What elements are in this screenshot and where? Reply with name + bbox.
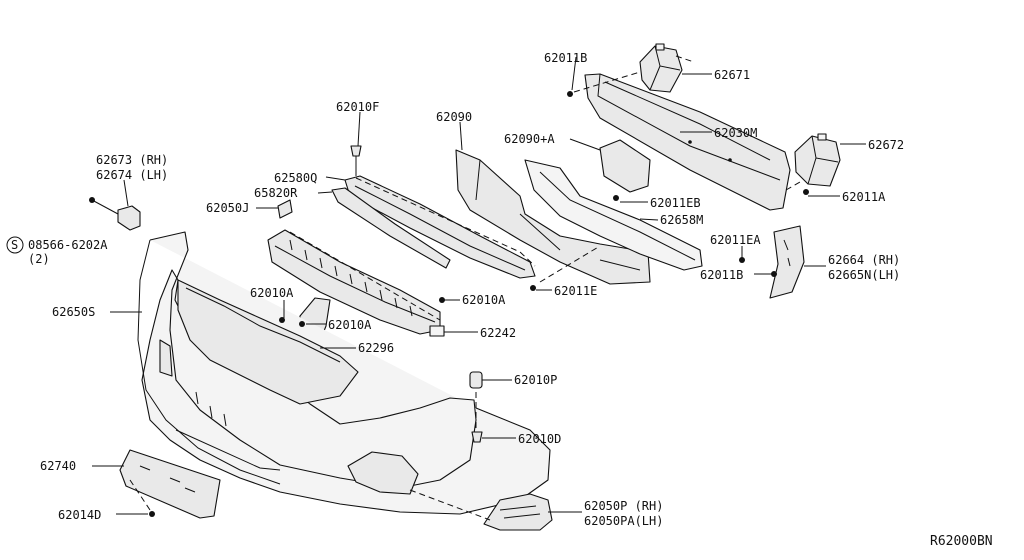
label-62671: 62671	[714, 68, 750, 82]
bracket-62664	[769, 225, 805, 299]
label-62672: 62672	[868, 138, 904, 152]
label-62014D: 62014D	[58, 508, 101, 522]
leader-lines	[92, 55, 866, 521]
label-62011E: 62011E	[554, 284, 597, 298]
cover-62658M	[524, 159, 703, 271]
label-62296: 62296	[358, 341, 394, 355]
label-62740: 62740	[40, 459, 76, 473]
label-62658M: 62658M	[660, 213, 703, 227]
label-62050PA: 62050PA(LH)	[584, 514, 663, 528]
label-62011B-mid: 62011B	[700, 268, 743, 282]
fastener-62010D	[471, 431, 483, 443]
bumper-fascia-62650S	[137, 231, 551, 515]
label-62674: 62674 (LH)	[96, 168, 168, 182]
label-62673: 62673 (RH)	[96, 153, 168, 167]
label-08566-6202A: 08566-6202A	[28, 238, 108, 252]
label-62011EA: 62011EA	[710, 233, 761, 247]
label-08566-qty: (2)	[28, 252, 50, 266]
label-62010A-1: 62010A	[250, 286, 294, 300]
member-65820R	[331, 187, 451, 269]
label-62050P: 62050P (RH)	[584, 499, 663, 513]
member-62580Q	[344, 175, 536, 279]
label-62011B-top: 62011B	[544, 51, 587, 65]
diagram-id: R62000BN	[930, 534, 993, 549]
air-guide-62090A	[599, 139, 651, 193]
fastener-62010F	[350, 145, 362, 176]
air-guide-62090	[455, 149, 651, 285]
side-bracket-62673	[89, 197, 141, 231]
bolts	[149, 91, 809, 517]
label-62010A-3: 62010A	[328, 318, 372, 332]
label-62580Q: 62580Q	[274, 171, 317, 185]
grille-clip-62050J	[277, 199, 293, 219]
label-62010F: 62010F	[336, 100, 379, 114]
label-62010D: 62010D	[518, 432, 561, 446]
label-62650S: 62650S	[52, 305, 95, 319]
fog-lamp-bezel-62050P	[483, 493, 553, 531]
label-62011A: 62011A	[842, 190, 886, 204]
standard-part-symbol: S	[6, 236, 24, 254]
part-labels: 62011B 62671 62010F 62090 62030M 62672 6…	[28, 51, 993, 549]
label-62664: 62664 (RH)	[828, 253, 900, 267]
fog-lamp-opening	[347, 451, 419, 495]
label-62010A-2: 62010A	[462, 293, 506, 307]
label-62050J: 62050J	[206, 201, 249, 215]
absorber-62242	[267, 229, 445, 337]
bumper-reinforcement-62030M	[584, 73, 791, 211]
label-62090A: 62090+A	[504, 132, 555, 146]
label-62090: 62090	[436, 110, 472, 124]
fastener-62010P	[469, 371, 483, 389]
label-62011EB: 62011EB	[650, 196, 701, 210]
label-62030M: 62030M	[714, 126, 757, 140]
label-65820R: 65820R	[254, 186, 298, 200]
label-62010P: 62010P	[514, 373, 557, 387]
label-62242: 62242	[480, 326, 516, 340]
standard-part-s: S	[11, 238, 18, 252]
label-62665N: 62665N(LH)	[828, 268, 900, 282]
bracket-62671	[639, 43, 683, 93]
bracket-62672	[794, 133, 841, 187]
license-bracket-62740	[119, 449, 221, 519]
